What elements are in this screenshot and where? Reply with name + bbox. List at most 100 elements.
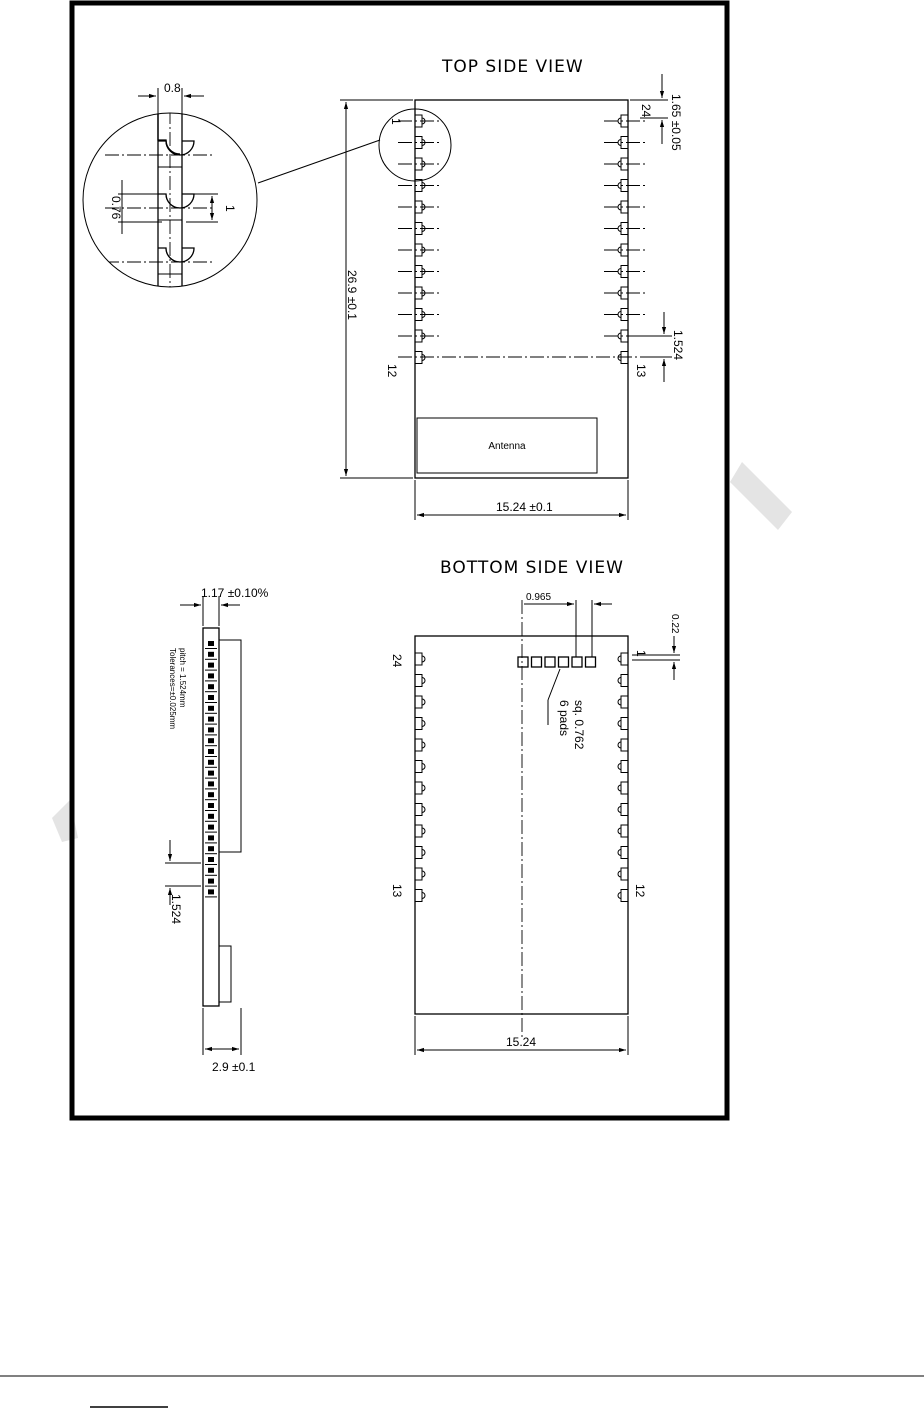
side-profile-view: 1.17 ±0.10% pitch = 1.524mm Tolerances=±… <box>165 586 269 1074</box>
top-dim-pitch: 1.524 <box>671 330 685 360</box>
side-pin-11 <box>208 749 214 754</box>
pads-note-line1: 6 pads <box>557 700 571 736</box>
bottom-pin-12-label: 12 <box>633 884 647 898</box>
bottom-pin-24-label: 24 <box>390 654 404 668</box>
bottom-pad-left-7 <box>415 782 422 794</box>
top-pin-13-label: 13 <box>634 364 648 378</box>
side-pin-8 <box>208 717 214 722</box>
detail-leader-line <box>258 140 380 183</box>
bottom-pad-left-6 <box>415 761 422 773</box>
side-pin-23 <box>208 879 214 884</box>
drawing-frame <box>72 3 727 1118</box>
bottom-pad-right-11 <box>621 868 628 880</box>
bottom-pin-13-label: 13 <box>390 884 404 898</box>
bottom-view-title: BOTTOM SIDE VIEW <box>440 558 624 578</box>
bottom-pad-right-6 <box>621 761 628 773</box>
bottom-module-outline <box>415 636 628 1014</box>
bottom-side-view: BOTTOM SIDE VIEW 0.965 0.22 24 13 1 12 6… <box>390 558 680 1055</box>
bottom-pad-left-2 <box>415 675 422 687</box>
side-pin-16 <box>208 803 214 808</box>
side-pin-18 <box>208 825 214 830</box>
top-pad-right-12 <box>621 352 628 364</box>
side-pin-marks <box>205 641 217 897</box>
side-dim-overall: 2.9 ±0.1 <box>212 1060 256 1074</box>
detail-hole-2 <box>158 194 194 208</box>
antenna-label: Antenna <box>488 441 526 452</box>
bottom-dim-width: 15.24 <box>506 1035 536 1049</box>
side-pin-3 <box>208 663 214 668</box>
side-dim-pitch: 1.524 <box>169 894 183 924</box>
bottom-pad-left-11 <box>415 868 422 880</box>
pads-leader-line <box>548 669 560 700</box>
side-antenna-block <box>219 946 231 1002</box>
side-pin-4 <box>208 673 214 678</box>
side-note-tolerance: Tolerances=±0.025mm <box>168 648 177 729</box>
detail-hole-arc-2 <box>166 194 180 208</box>
bottom-castellations-left <box>415 653 425 902</box>
pad-6 <box>586 657 596 667</box>
top-dim-top-offset: 1.65 ±0.05 <box>669 94 683 151</box>
detail-hole-arc-3 <box>166 248 180 262</box>
bottom-pad-right-7 <box>621 782 628 794</box>
detail-edge-a <box>158 100 180 154</box>
bottom-pad-left-12 <box>415 890 422 902</box>
side-dim-thickness: 1.17 ±0.10% <box>201 586 269 600</box>
side-pin-22 <box>208 868 214 873</box>
side-shield-can <box>219 640 241 852</box>
detail-dim-hole: 0.76 <box>109 196 123 220</box>
side-pin-17 <box>208 814 214 819</box>
programming-pads <box>518 657 596 667</box>
top-pin-24-label: 24 <box>639 104 653 118</box>
top-pin-centerlines-left <box>398 121 440 336</box>
side-pin-21 <box>208 857 214 862</box>
bottom-pad-right-4 <box>621 718 628 730</box>
top-castellations-right <box>618 115 628 364</box>
side-pin-15 <box>208 792 214 797</box>
bottom-pad-right-3 <box>621 696 628 708</box>
side-pin-5 <box>208 684 214 689</box>
bottom-pad-left-4 <box>415 718 422 730</box>
side-pin-14 <box>208 781 214 786</box>
bottom-pin-1-label: 1 <box>634 650 648 657</box>
top-pin-12-label: 12 <box>385 364 399 378</box>
bottom-pad-right-2 <box>621 675 628 687</box>
castellation-detail: 0.8 0.76 1 <box>83 81 257 290</box>
bottom-pad-left-10 <box>415 847 422 859</box>
bottom-dim-pad-offset: 0.965 <box>526 592 551 603</box>
top-side-view: TOP SIDE VIEW Antenna 1 12 24 13 26.9 ±0… <box>258 57 685 520</box>
bottom-pad-left-3 <box>415 696 422 708</box>
detail-dim-width: 0.8 <box>164 81 181 95</box>
top-pin-1-label: 1 <box>389 118 403 125</box>
bottom-pad-right-9 <box>621 825 628 837</box>
side-pin-7 <box>208 706 214 711</box>
bottom-pad-right-8 <box>621 804 628 816</box>
top-castellations-left <box>415 115 425 364</box>
bottom-pad-right-5 <box>621 739 628 751</box>
side-pin-10 <box>208 738 214 743</box>
detail-dim-spacing: 1 <box>223 205 237 212</box>
detail-hole-arc-1 <box>166 141 180 155</box>
pad-3 <box>545 657 555 667</box>
top-dim-width: 15.24 ±0.1 <box>496 500 553 514</box>
bottom-pad-left-8 <box>415 804 422 816</box>
bottom-dim-edge: 0.22 <box>669 614 680 634</box>
bottom-pad-left-1 <box>415 653 422 665</box>
top-pad-left-12 <box>415 352 422 364</box>
pad-4 <box>559 657 569 667</box>
bottom-pad-left-5 <box>415 739 422 751</box>
pad-2 <box>532 657 542 667</box>
side-pin-13 <box>208 771 214 776</box>
side-pin-19 <box>208 835 214 840</box>
detail-hole-3 <box>158 248 194 262</box>
bottom-castellations-right <box>618 653 628 902</box>
side-pin-6 <box>208 695 214 700</box>
bottom-pad-right-10 <box>621 847 628 859</box>
pad-1 <box>518 657 528 667</box>
bottom-pad-right-12 <box>621 890 628 902</box>
pad-5 <box>572 657 582 667</box>
side-note-pitch: pitch = 1.524mm <box>178 648 187 708</box>
side-pin-9 <box>208 727 214 732</box>
side-pin-1 <box>208 641 214 646</box>
top-pin-centerlines-right <box>604 121 645 336</box>
top-dim-height: 26.9 ±0.1 <box>345 270 359 320</box>
